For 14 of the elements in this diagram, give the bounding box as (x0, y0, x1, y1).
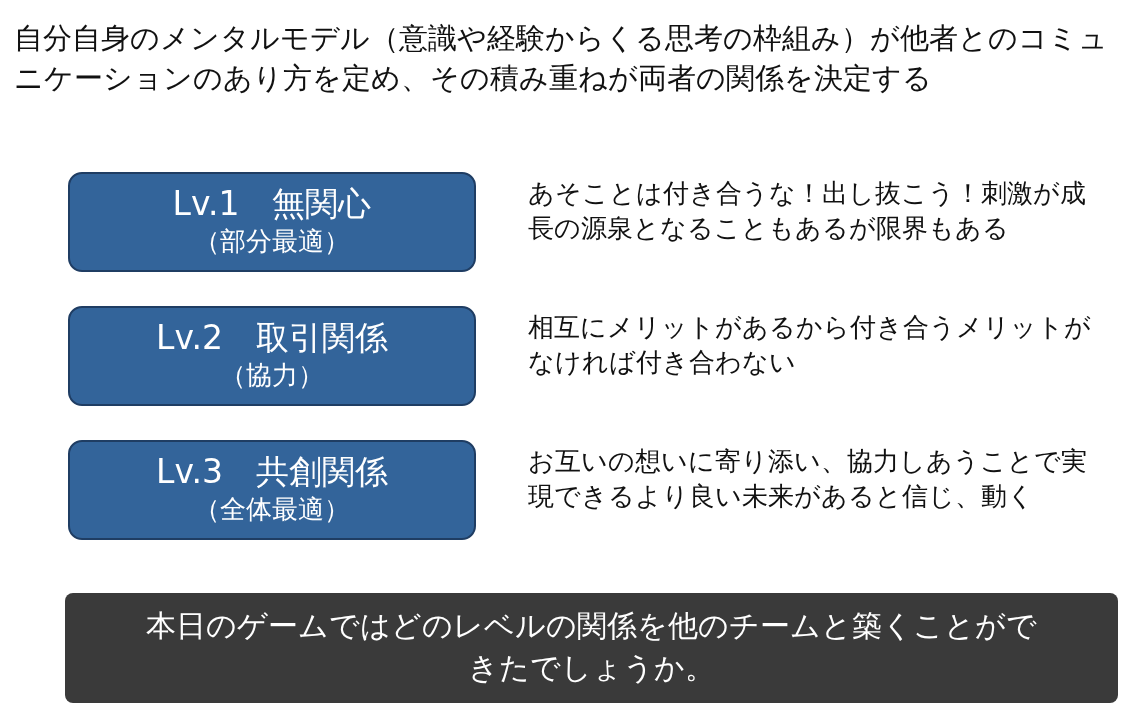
level-box (68, 172, 476, 272)
description-text: あそことは付き合うな！出し抜こう！刺激が成長の源泉となることもあるが限界もある (528, 177, 1087, 245)
description-text: 相互にメリットがあるから付き合うメリットがなければ付き合わない (528, 311, 1092, 379)
level-heading: Lv.2 取引関係 (155, 318, 389, 358)
description-text: お互いの想いに寄り添い、協力しあうことで実現できるより良い未来があると信じ、動く (528, 445, 1088, 513)
level-heading: Lv.3 共創関係 (155, 452, 389, 492)
level-subtitle: （協力） (219, 359, 325, 392)
level-box (68, 440, 476, 540)
level-heading: Lv.1 無関心 (171, 184, 373, 224)
title-text: 自分自身のメンタルモデル（意識や経験からくる思考の枠組み）が他者とのコミュニケーションのあり方を定め、その積み重ねが両者の関係を決定する (14, 20, 1109, 97)
level-subtitle: （全体最適） (193, 493, 351, 526)
level-box (68, 306, 476, 406)
level-subtitle: （部分最適） (193, 225, 351, 258)
question-banner: 本日のゲームではどのレベルの関係を他のチームと築くことができたでしょうか。 (65, 593, 1118, 703)
